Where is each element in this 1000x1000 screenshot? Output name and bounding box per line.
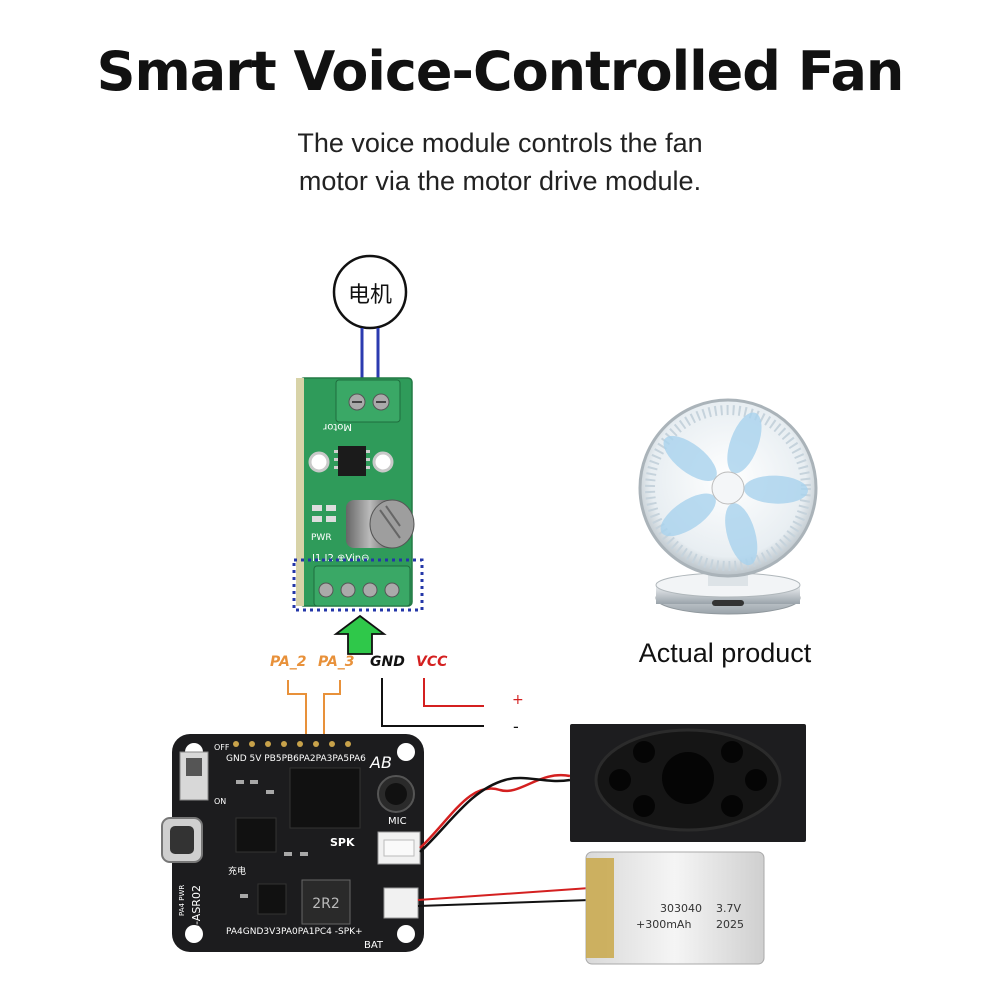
label-vcc: VCC xyxy=(416,654,448,670)
page-title: Smart Voice-Controlled Fan xyxy=(96,40,905,103)
inductor-label: 2R2 xyxy=(312,896,340,912)
motor-label: 电机 xyxy=(348,283,392,308)
battery-model: 303040 xyxy=(660,902,702,915)
fan-product-image xyxy=(638,398,818,615)
speaker xyxy=(570,724,806,842)
product-caption: Actual product xyxy=(638,638,812,668)
svg-text:I1 I2 ⊕Vin⊖: I1 I2 ⊕Vin⊖ xyxy=(312,553,369,564)
subtitle-line-1: The voice module controls the fan xyxy=(297,128,703,158)
wire-pa2 xyxy=(287,680,307,734)
spk-label: SPK xyxy=(330,836,355,849)
battery-capacity: +300mAh xyxy=(636,918,691,931)
label-pa2: PA_2 xyxy=(270,654,307,670)
subtitle-line-2: motor via the motor drive module. xyxy=(298,166,702,196)
pa4-pwr-label: PA4 PWR xyxy=(178,885,186,916)
wire-vcc xyxy=(423,678,484,707)
label-gnd: GND xyxy=(370,654,405,670)
battery-voltage: 3.7V xyxy=(716,902,741,915)
minus-sign: - xyxy=(513,717,519,736)
plus-sign: + xyxy=(512,692,524,708)
motor-driver-board: Motor PWR I1 I2 ⊕Vin⊖ xyxy=(296,377,415,607)
input-arrow xyxy=(333,614,387,655)
motor-silk: Motor xyxy=(322,421,352,432)
bottom-pin-labels: PA4GND3V3PA0PA1PC4 -SPK+ xyxy=(226,927,363,937)
wire-pa3 xyxy=(323,680,341,734)
switch-off-label: OFF xyxy=(214,743,230,752)
battery: 303040 3.7V +300mAh 2025 xyxy=(585,851,765,965)
mic-label: MIC xyxy=(388,816,407,827)
top-pin-labels: GND 5V PB5PB6PA2PA3PA5PA6 xyxy=(226,754,366,764)
bat-label: BAT xyxy=(364,940,384,951)
board-logo: AB xyxy=(369,753,392,772)
charge-label: 充电 xyxy=(228,865,246,877)
pwr-silk: PWR xyxy=(311,533,332,543)
motor-symbol: 电机 xyxy=(332,254,408,330)
battery-year: 2025 xyxy=(716,918,744,931)
wire-gnd xyxy=(381,678,484,727)
switch-on-label: ON xyxy=(214,797,226,806)
label-pa3: PA_3 xyxy=(318,654,355,670)
asr-board: GND 5V PB5PB6PA2PA3PA5PA6 OFF ON AB MIC … xyxy=(161,734,424,952)
subtitle: The voice module controls the fan motor … xyxy=(250,124,750,200)
model-label: AB-ASR02 xyxy=(190,885,203,940)
terminal-highlight xyxy=(292,558,424,612)
